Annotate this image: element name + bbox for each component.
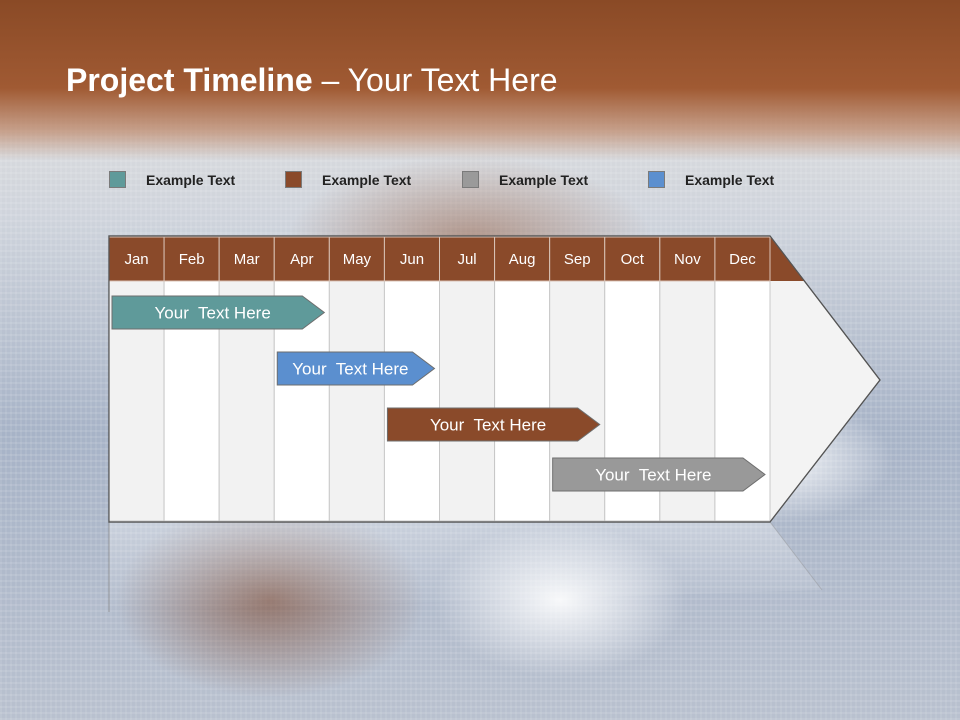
slide-title: Project Timeline – Your Text Here [66, 62, 558, 99]
month-column-jun [383, 280, 440, 522]
month-header-cell-oct [604, 236, 661, 282]
slide-title-rest: – Your Text Here [312, 62, 558, 98]
task-label-2: Your Text Here [292, 360, 408, 379]
timeline-arrow-outline [108, 235, 881, 523]
month-header-cell-apr [273, 236, 330, 282]
month-label-nov: Nov [674, 251, 701, 268]
month-label-apr: Apr [290, 251, 313, 268]
legend-swatch-3 [462, 171, 479, 188]
month-column-may [328, 280, 385, 522]
month-label-may: May [343, 251, 372, 268]
month-header-cell-mar [218, 236, 275, 282]
legend-swatch-2 [285, 171, 302, 188]
task-label-4: Your Text Here [595, 466, 711, 485]
legend-swatch-4 [648, 171, 665, 188]
legend-label-3: Example Text [499, 172, 589, 188]
month-label-jan: Jan [124, 251, 148, 268]
month-label-mar: Mar [234, 251, 260, 268]
month-header-cell-dec [714, 236, 771, 282]
month-header: Jan Feb Mar Apr May Jun Jul Aug Sep Oct Nov Dec [108, 236, 771, 282]
task-bar-3 [386, 407, 601, 442]
month-column-jul [439, 280, 496, 522]
month-header-cell-jul [439, 236, 496, 282]
task-bar-1 [111, 295, 326, 330]
month-header-cell-sep [549, 236, 606, 282]
task-bar-2 [276, 351, 436, 386]
task-label-1: Your Text Here [155, 304, 271, 323]
month-label-sep: Sep [564, 251, 591, 268]
legend-label-2: Example Text [322, 172, 412, 188]
reflection-edge-right [769, 521, 823, 591]
month-label-dec: Dec [729, 251, 756, 268]
month-label-aug: Aug [509, 251, 536, 268]
month-label-feb: Feb [179, 251, 205, 268]
legend-label-4: Example Text [685, 172, 775, 188]
legend-label-1: Example Text [146, 172, 236, 188]
title-band [0, 0, 960, 160]
task-label-3: Your Text Here [430, 416, 546, 435]
month-label-jul: Jul [457, 251, 476, 268]
timeline-reflection [109, 522, 822, 612]
legend-swatch-1 [109, 171, 126, 188]
task-bar-4 [552, 457, 766, 492]
month-label-jun: Jun [400, 251, 424, 268]
month-column-aug [494, 280, 551, 522]
month-header-cell-may [328, 236, 385, 282]
month-label-oct: Oct [621, 251, 645, 268]
slide-title-bold: Project Timeline [66, 62, 313, 98]
